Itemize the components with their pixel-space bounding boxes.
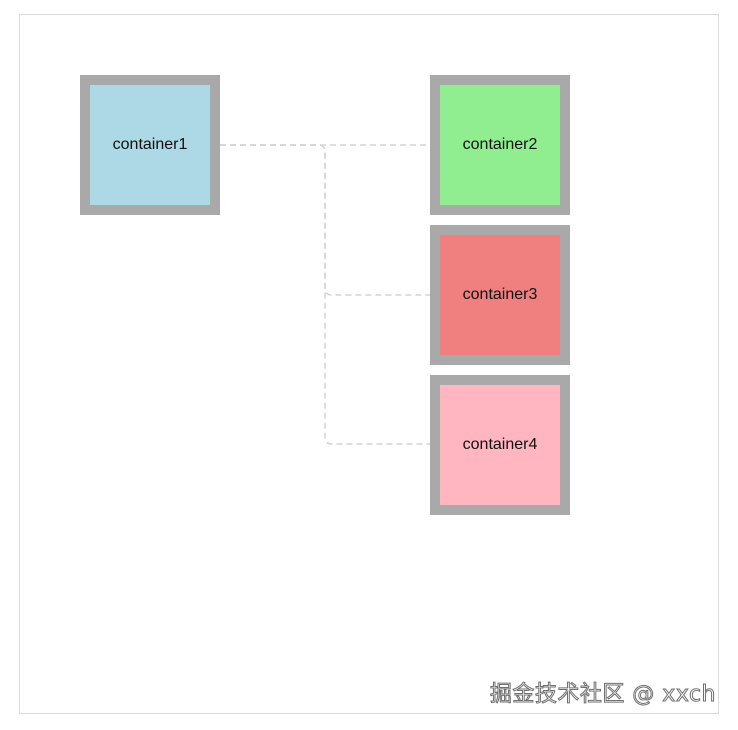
container1-node[interactable]: container1 [80, 75, 220, 215]
watermark-text: 掘金技术社区 @ xxch [489, 682, 716, 708]
container4-node[interactable]: container4 [430, 375, 570, 515]
container2-label: container2 [462, 136, 538, 153]
container3-label: container3 [462, 286, 538, 303]
container2-node[interactable]: container2 [430, 75, 570, 215]
container4-label: container4 [462, 436, 538, 453]
container3-node[interactable]: container3 [430, 225, 570, 365]
container1-label: container1 [112, 136, 188, 153]
